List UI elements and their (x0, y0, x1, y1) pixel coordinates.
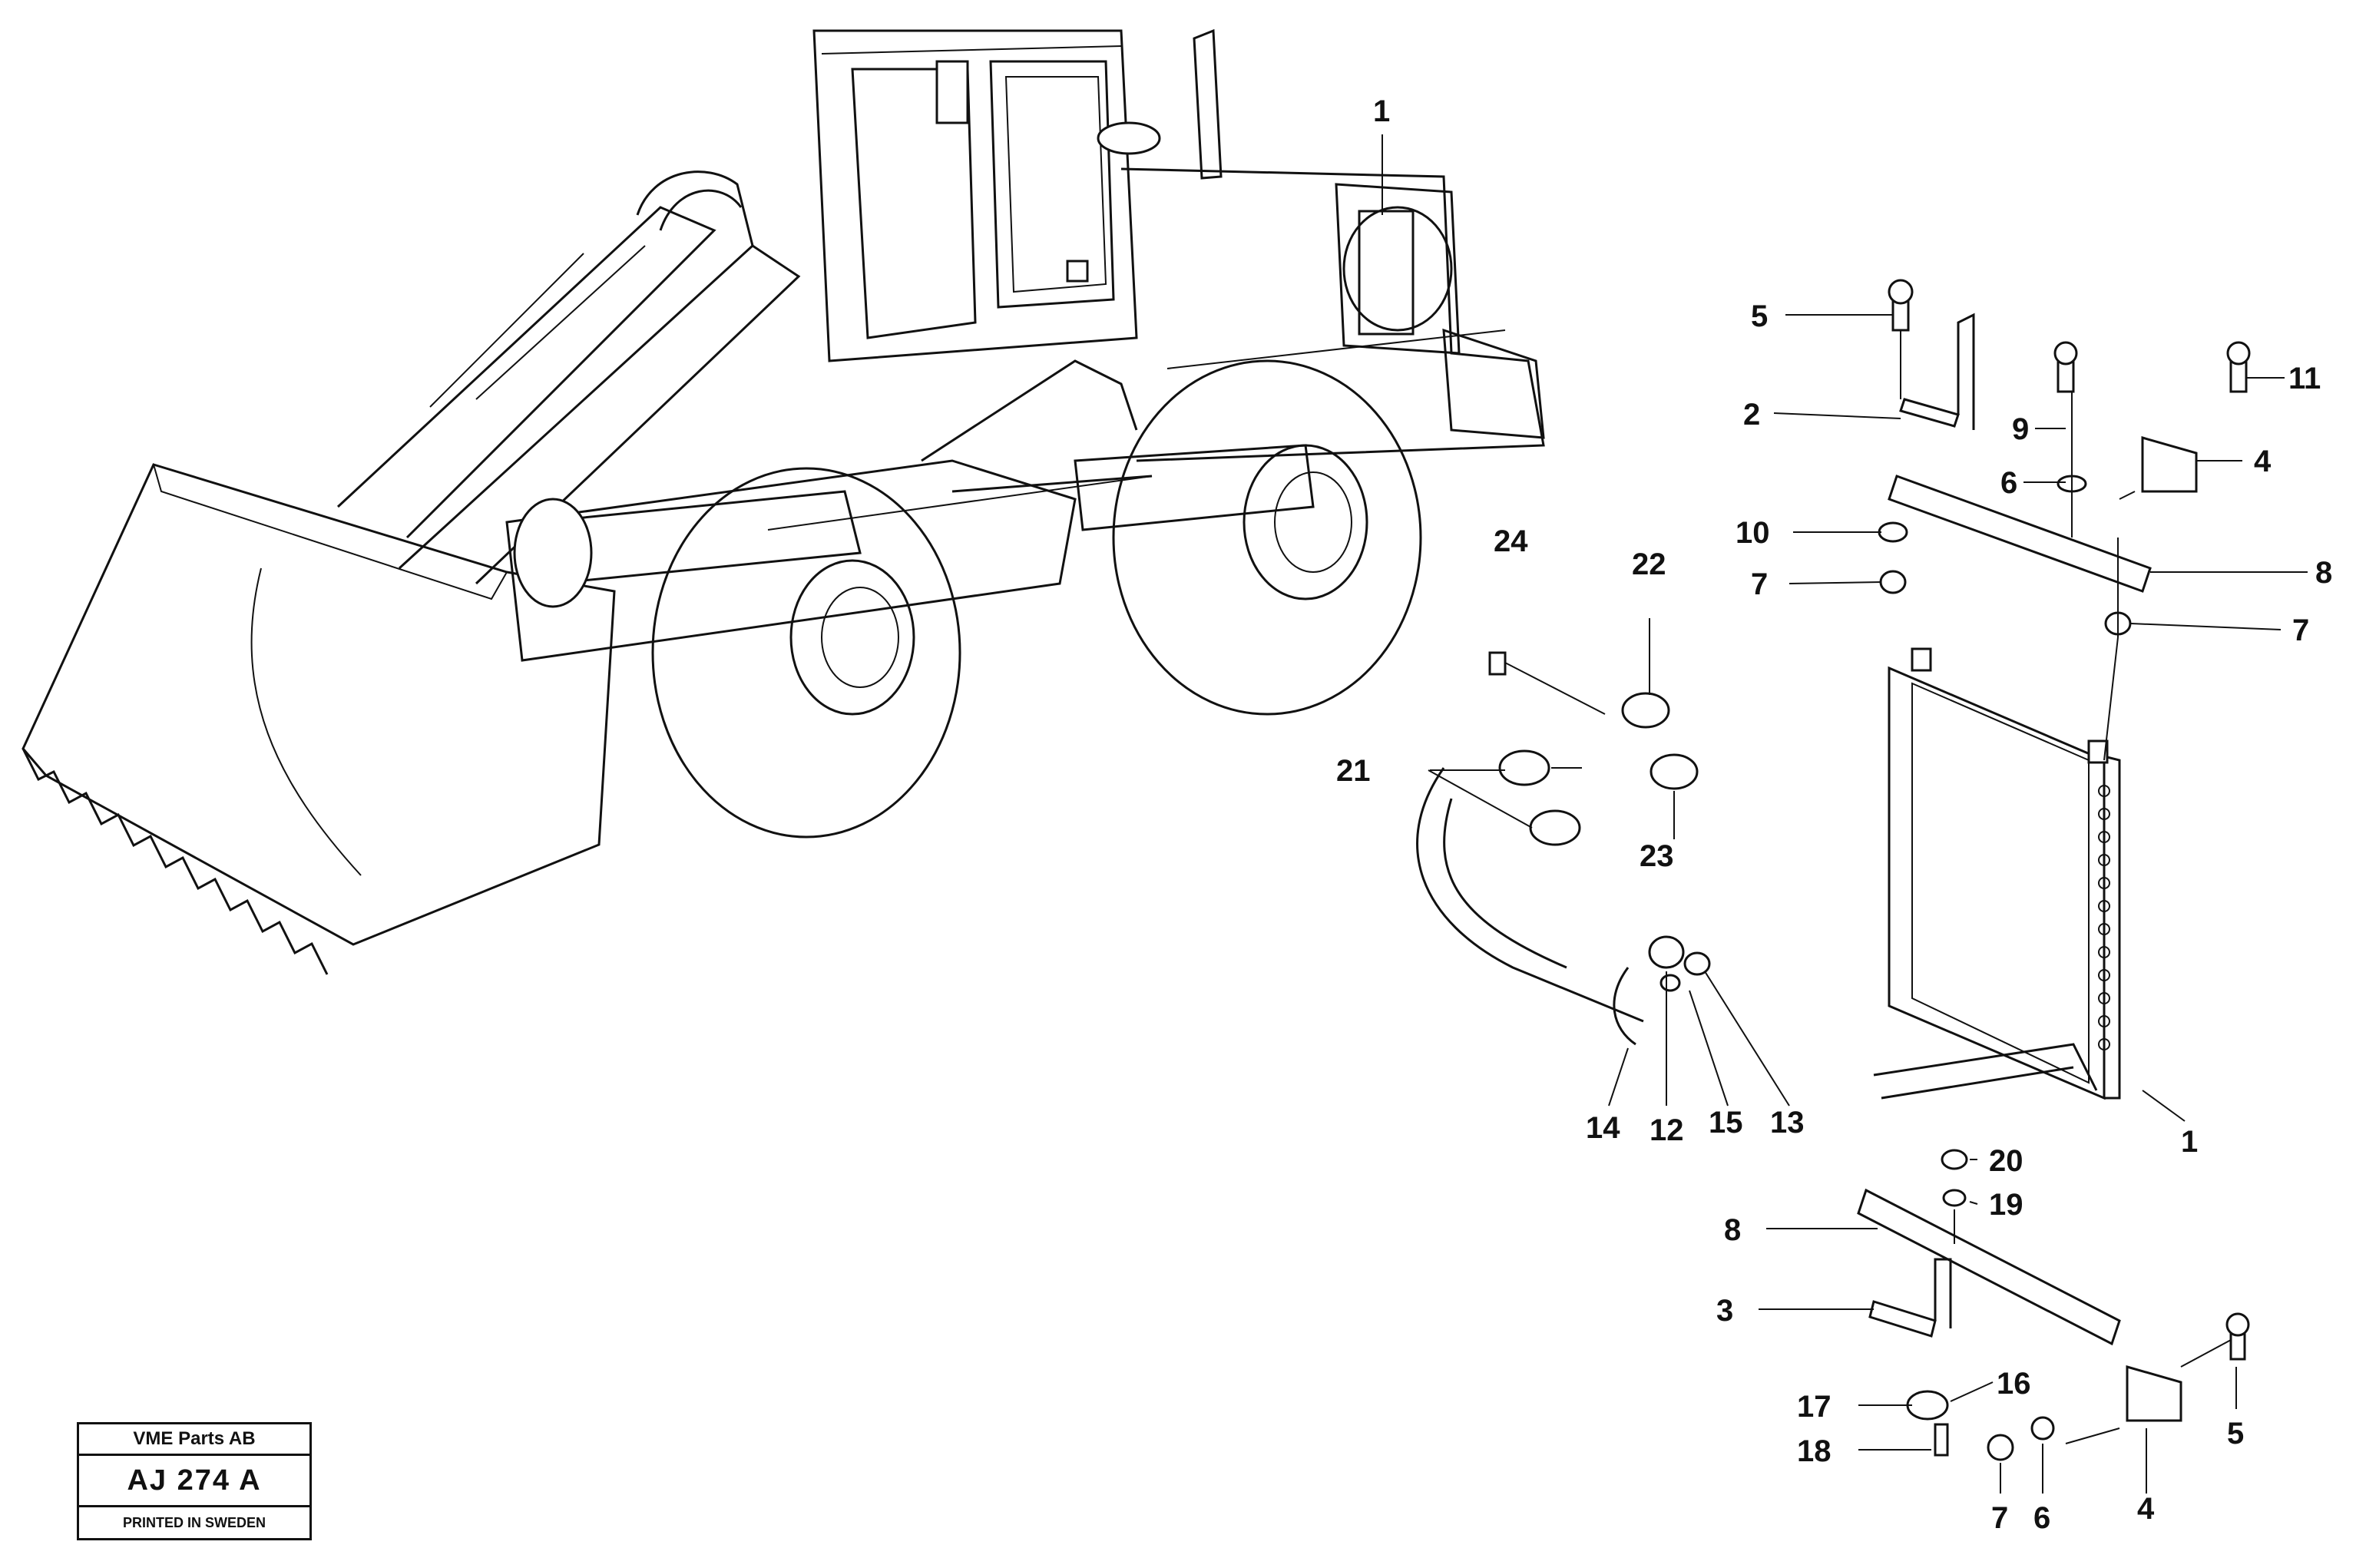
callout-23: 23 (1640, 839, 1674, 873)
callout-14: 14 (1586, 1111, 1620, 1145)
callout-labels: 1 5 2 11 9 4 6 10 8 7 7 24 22 21 23 1 14… (1336, 94, 2332, 1535)
callout-17: 17 (1797, 1390, 1832, 1424)
callout-13: 13 (1770, 1106, 1805, 1140)
callout-1-loader: 1 (1373, 94, 1390, 128)
callout-19: 19 (1989, 1188, 2023, 1222)
wheel-loader-illustration (22, 28, 1545, 975)
callout-21: 21 (1336, 754, 1371, 788)
callout-6-bottom: 6 (2033, 1501, 2050, 1535)
callout-4-bottom: 4 (2137, 1492, 2155, 1526)
callout-8-bottom: 8 (1724, 1213, 1741, 1247)
printed-in-note: PRINTED IN SWEDEN (122, 1515, 266, 1530)
company-name: VME Parts AB (79, 1424, 309, 1456)
callout-7-left: 7 (1751, 567, 1768, 601)
callout-22: 22 (1632, 547, 1666, 581)
pipe-and-clamps (1416, 651, 2098, 1100)
callout-5-top: 5 (1751, 299, 1768, 333)
callout-6-top: 6 (2000, 466, 2017, 500)
callout-5-bottom: 5 (2227, 1417, 2244, 1451)
callout-24: 24 (1494, 524, 1528, 558)
drawing-code: AJ 274 A (79, 1456, 309, 1507)
callout-20: 20 (1989, 1144, 2023, 1178)
callout-12: 12 (1650, 1113, 1684, 1147)
callout-2: 2 (1743, 398, 1760, 432)
upper-bracket-assembly (1878, 279, 2251, 761)
leader-lines (1382, 134, 2308, 1494)
callout-16: 16 (1997, 1367, 2031, 1401)
title-block: VME Parts AB AJ 274 A PRINTED IN SWEDEN (77, 1422, 312, 1540)
callout-8-top: 8 (2315, 556, 2332, 590)
callout-11: 11 (2288, 362, 2321, 395)
callout-3: 3 (1716, 1294, 1733, 1328)
callout-18: 18 (1797, 1434, 1832, 1468)
callout-7-bottom: 7 (1991, 1501, 2008, 1535)
callout-1-cooler: 1 (2181, 1125, 2198, 1159)
callout-15: 15 (1709, 1106, 1743, 1140)
callout-7-right: 7 (2292, 614, 2309, 647)
lower-bracket-assembly (1857, 1149, 2250, 1461)
callout-9: 9 (2012, 412, 2029, 446)
callout-10: 10 (1736, 516, 1770, 550)
callout-4-top: 4 (2254, 445, 2272, 478)
oil-cooler-illustration (1888, 647, 2121, 1100)
